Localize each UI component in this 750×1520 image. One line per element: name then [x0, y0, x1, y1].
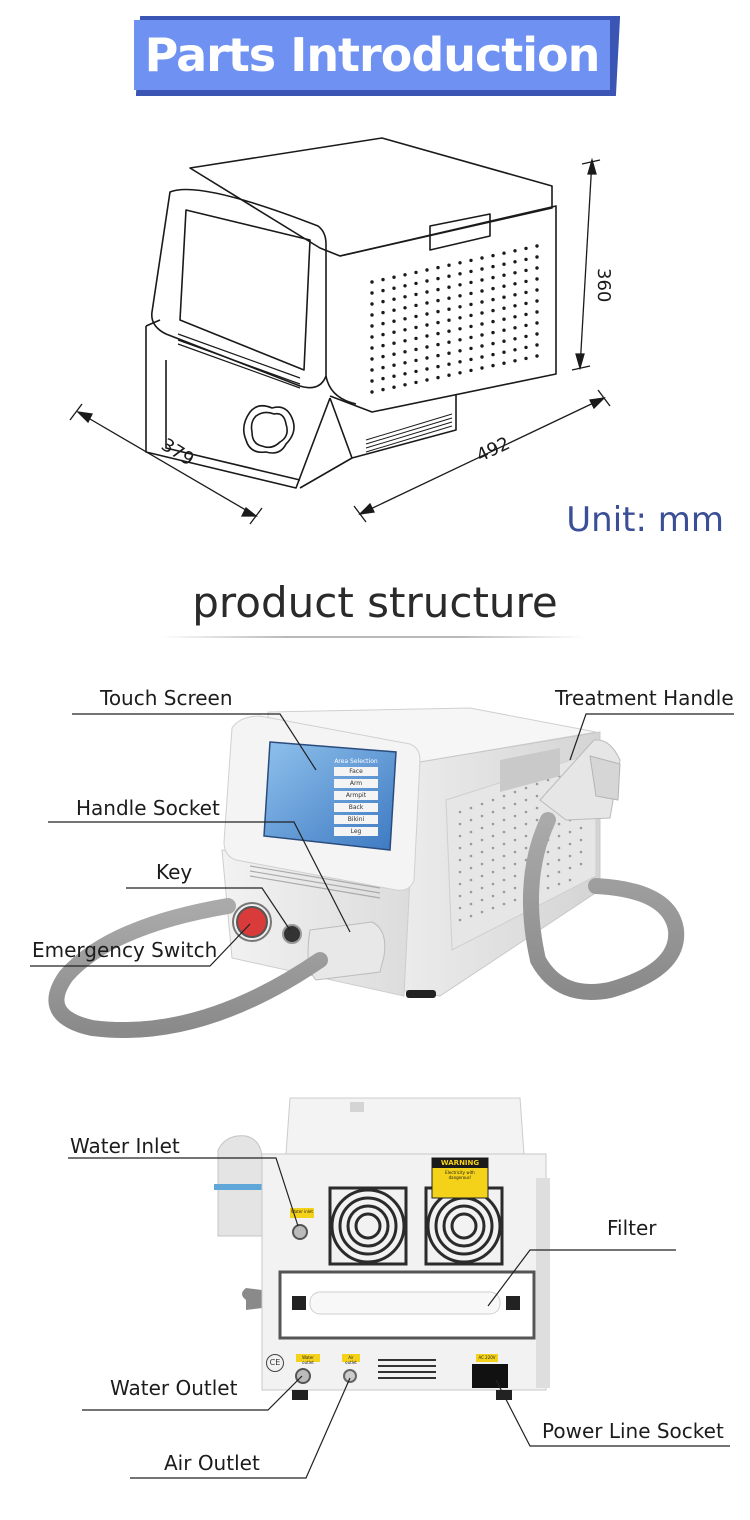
screen-area-menu: Area Selection Face Arm Armpit Back Biki…	[334, 758, 378, 836]
warning-label-subtext: Electricity with dangerous!	[445, 1170, 475, 1180]
title-banner: Parts Introduction	[134, 20, 610, 90]
label-treatment-handle: Treatment Handle	[555, 686, 734, 710]
leader-water-inlet	[68, 1157, 299, 1227]
label-handle-socket: Handle Socket	[76, 796, 220, 820]
ce-mark: CE	[266, 1354, 284, 1372]
leader-touch-screen	[72, 713, 317, 771]
screen-menu-item[interactable]: Bikini	[334, 815, 378, 824]
leader-filter	[487, 1249, 676, 1307]
screen-menu-item[interactable]: Armpit	[334, 791, 378, 800]
banner-title: Parts Introduction	[144, 28, 601, 82]
depth-dimension-label: 379	[157, 434, 197, 470]
warning-label-title: WARNING	[440, 1159, 480, 1167]
screen-menu-heading: Area Selection	[334, 758, 378, 765]
width-dimension-label: 492	[473, 433, 513, 467]
screen-menu-item[interactable]: Leg	[334, 827, 378, 836]
label-touch-screen: Touch Screen	[100, 686, 233, 710]
power-tag: AC 220V	[478, 1355, 496, 1360]
air-outlet-tag: Air outlet	[345, 1355, 357, 1365]
leader-treatment-handle	[569, 713, 734, 761]
section-title: product structure	[192, 578, 558, 627]
unit-label: Unit: mm	[566, 500, 724, 540]
label-air-outlet: Air Outlet	[164, 1451, 260, 1475]
screen-menu-item[interactable]: Back	[334, 803, 378, 812]
screen-menu-item[interactable]: Arm	[334, 779, 378, 788]
screen-menu-item[interactable]: Face	[334, 767, 378, 776]
section-underline	[160, 636, 585, 638]
leader-key	[126, 887, 291, 931]
label-key: Key	[156, 860, 193, 884]
label-emergency-switch: Emergency Switch	[32, 938, 218, 962]
label-power-line-socket: Power Line Socket	[542, 1419, 724, 1443]
height-dimension-label: 360	[593, 268, 614, 302]
label-water-inlet: Water Inlet	[70, 1134, 180, 1158]
label-filter: Filter	[607, 1216, 657, 1240]
label-water-outlet: Water Outlet	[110, 1376, 238, 1400]
leader-handle-socket	[48, 821, 351, 933]
machine-line-drawing: 360 379 492	[69, 137, 614, 525]
water-outlet-tag: Water outlet	[302, 1355, 314, 1365]
water-inlet-tag: Water inlet	[291, 1209, 313, 1214]
